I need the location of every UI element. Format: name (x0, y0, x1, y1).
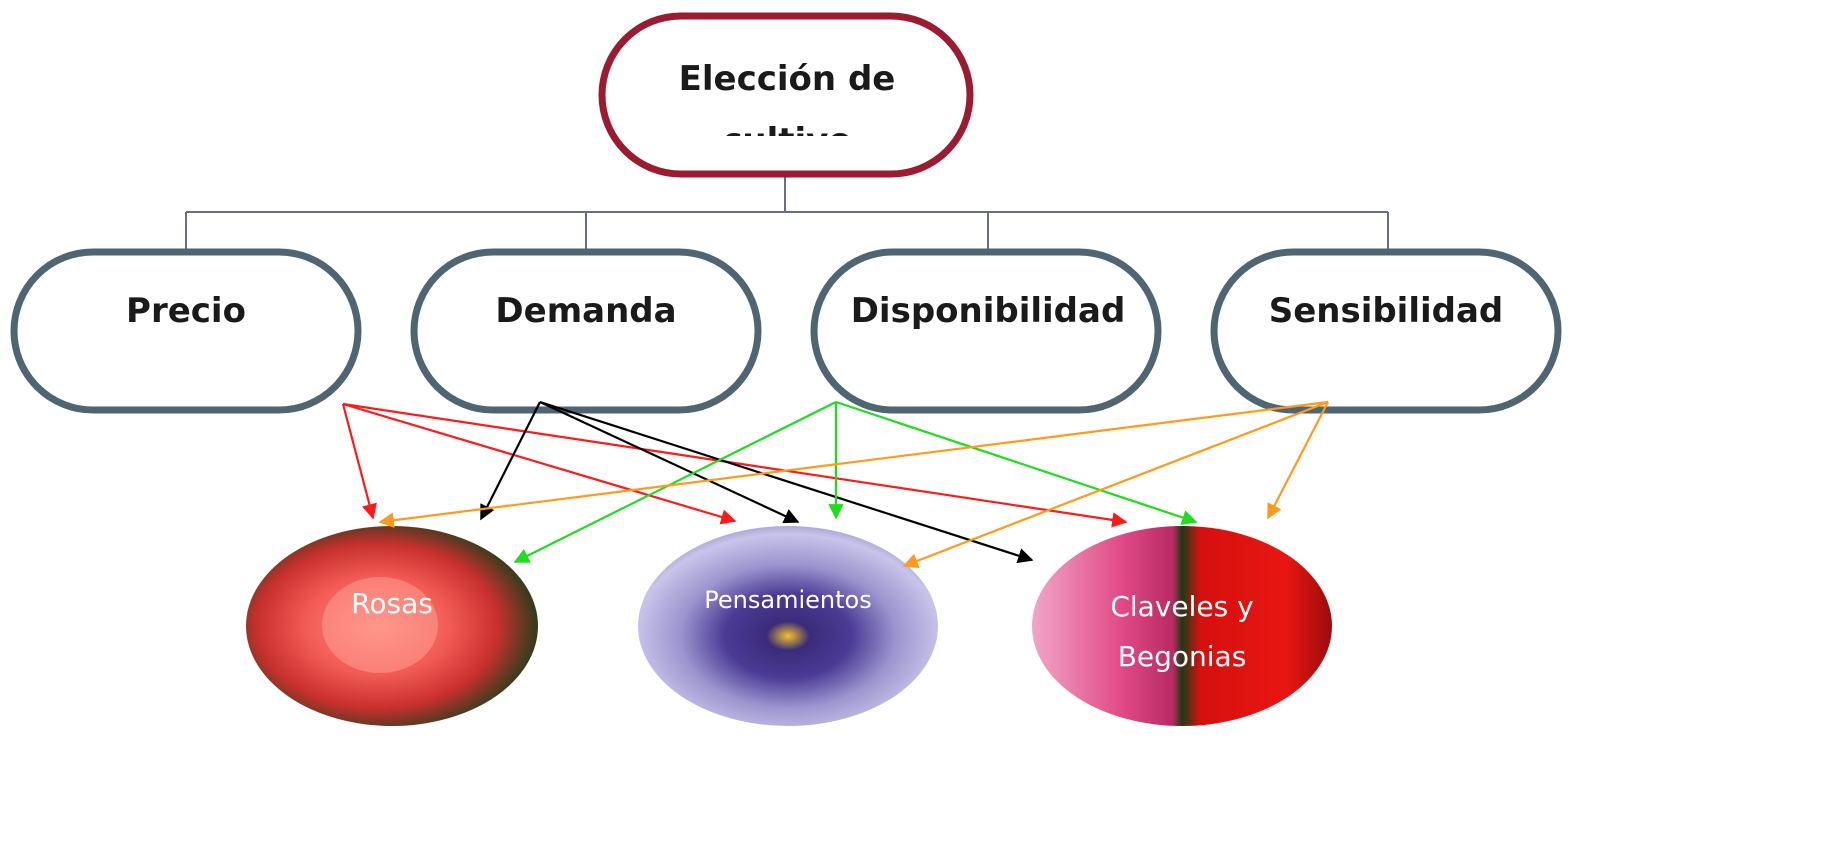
root-node-box (598, 12, 974, 178)
criterion-box (1210, 248, 1562, 414)
arrow-demanda-pensamientos (539, 401, 800, 524)
arrow-disponibilidad-rosas (513, 401, 837, 563)
crop-claveles-begonias: Claveles y Begonias (1032, 526, 1332, 726)
crop-rosas: Rosas (246, 526, 538, 726)
criterion-label: Disponibilidad (851, 291, 1126, 331)
clavel-begonia-image (1032, 526, 1332, 726)
arrow-sensibilidad-rosas (378, 400, 1329, 528)
root-node-label-line1: Elección de (679, 59, 896, 99)
arrow-demanda-rosas (480, 401, 541, 521)
crop-label-line1: Pensamientos (704, 586, 871, 614)
root-node: Elección de cultivo (598, 12, 974, 178)
crop-nodes: Rosas Pensamientos Claveles y Begonias (246, 526, 1332, 726)
arrows-sensibilidad (378, 400, 1329, 569)
pansy-image (638, 526, 938, 726)
crop-pensamientos: Pensamientos (638, 526, 938, 726)
hierarchy-connectors (185, 176, 1389, 250)
arrows-disponibilidad (513, 400, 1198, 563)
crop-label-line2: Begonias (1118, 640, 1247, 673)
criterion-label: Demanda (495, 291, 676, 331)
criterion-precio: Precio (10, 248, 362, 414)
criterion-sensibilidad: Sensibilidad (1210, 248, 1562, 414)
criterion-box (810, 248, 1162, 414)
criterion-box (410, 248, 762, 414)
crop-label-line1: Claveles y (1110, 590, 1253, 623)
criterion-label: Sensibilidad (1269, 291, 1504, 331)
arrows-precio (341, 402, 1128, 528)
criterion-box (10, 248, 362, 414)
arrow-sensibilidad-claveles (1267, 401, 1329, 520)
criteria-nodes: Precio Demanda Disponibilidad Sensibilid… (10, 248, 1562, 414)
arrows-demanda (480, 400, 1034, 564)
criterion-label: Precio (126, 291, 246, 331)
crop-label-line1: Rosas (351, 587, 433, 620)
arrow-sensibilidad-pensamientos (902, 400, 1329, 569)
arrow-precio-claveles (342, 402, 1128, 528)
arrow-disponibilidad-claveles (835, 400, 1198, 525)
criterion-demanda: Demanda (410, 248, 762, 414)
arrow-precio-pensamientos (342, 402, 737, 525)
arrow-precio-rosas (341, 403, 377, 520)
rose-petal-shade (322, 577, 438, 673)
arrow-demanda-claveles (539, 400, 1034, 564)
root-node-label-line2: cultivo (722, 121, 851, 161)
criterion-disponibilidad: Disponibilidad (810, 248, 1162, 414)
